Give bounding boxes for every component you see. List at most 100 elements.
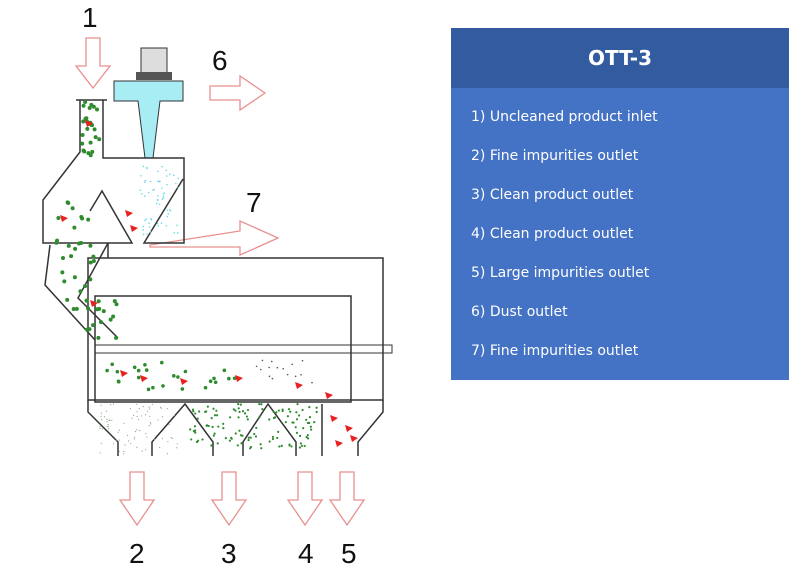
particle xyxy=(146,387,151,392)
particle xyxy=(157,170,159,173)
arrow-outlet-3 xyxy=(210,471,248,527)
particle xyxy=(268,366,270,369)
particle xyxy=(234,409,237,412)
particle xyxy=(148,222,150,224)
particle xyxy=(157,419,159,421)
particle xyxy=(85,126,90,131)
particle xyxy=(282,367,285,370)
particle xyxy=(101,428,103,430)
particle xyxy=(147,410,149,412)
particle xyxy=(189,428,192,431)
particle xyxy=(284,421,287,424)
particle xyxy=(136,375,141,380)
particle xyxy=(145,218,147,220)
particle xyxy=(301,408,304,412)
particle xyxy=(166,215,169,218)
particle xyxy=(95,307,100,312)
particle xyxy=(210,417,213,420)
particle xyxy=(133,436,136,439)
particle xyxy=(127,434,129,437)
particle xyxy=(208,379,213,384)
particle xyxy=(99,427,101,429)
particle xyxy=(80,141,85,146)
particle xyxy=(148,226,151,228)
particle xyxy=(305,418,308,421)
impurity-particle xyxy=(335,440,343,447)
particle xyxy=(232,408,235,411)
particle xyxy=(159,446,161,449)
particle xyxy=(238,410,241,414)
particle xyxy=(246,408,250,412)
label-5: 5 xyxy=(341,538,357,569)
particle xyxy=(165,169,168,172)
particle xyxy=(298,414,301,417)
particle xyxy=(127,440,130,442)
particle xyxy=(166,408,168,410)
particle xyxy=(160,407,162,409)
particle xyxy=(277,409,280,412)
particle xyxy=(308,421,311,425)
particle xyxy=(100,442,102,444)
legend-item: 1) Uncleaned product inlet xyxy=(471,109,658,125)
particle xyxy=(203,385,208,390)
particle xyxy=(237,403,240,406)
particle xyxy=(167,440,169,443)
particle xyxy=(136,429,138,431)
particle xyxy=(295,418,299,421)
particle xyxy=(131,417,133,419)
particle xyxy=(147,191,150,194)
particle xyxy=(260,403,263,406)
particle xyxy=(205,410,208,413)
particle xyxy=(153,438,156,440)
particle xyxy=(155,202,158,205)
particle xyxy=(237,407,240,410)
legend-item: 7) Fine impurities outlet xyxy=(471,343,639,359)
arrow-outlet-4 xyxy=(286,471,324,527)
particle xyxy=(129,407,132,410)
particle xyxy=(110,362,114,367)
particle xyxy=(88,153,93,158)
legend-item: 4) Clean product outlet xyxy=(471,226,634,242)
particle xyxy=(301,359,304,362)
particle xyxy=(61,256,66,261)
particle xyxy=(143,181,146,183)
particle xyxy=(96,335,101,340)
particle xyxy=(124,444,126,446)
impurity-particle xyxy=(120,370,128,377)
particle xyxy=(166,175,168,177)
arrow-fine-7 xyxy=(149,219,280,257)
particle xyxy=(93,135,98,140)
particle xyxy=(91,323,96,328)
particle xyxy=(82,149,87,154)
particle xyxy=(212,434,215,437)
particle xyxy=(144,368,149,372)
particle xyxy=(95,107,100,112)
particle xyxy=(80,216,85,221)
particle xyxy=(122,453,125,455)
particle xyxy=(268,440,271,443)
separator-diagram: 1 6 7 2 3 4 5 xyxy=(42,2,393,569)
particle xyxy=(246,418,249,421)
particle xyxy=(249,445,253,449)
particle xyxy=(71,306,76,311)
particle xyxy=(161,187,163,189)
particle xyxy=(245,415,249,418)
particle xyxy=(207,424,210,428)
particle xyxy=(115,439,117,442)
particle xyxy=(56,215,61,220)
particle xyxy=(139,189,142,191)
particle xyxy=(81,119,86,124)
particle xyxy=(268,418,271,421)
particle xyxy=(277,430,280,434)
particle xyxy=(149,415,151,418)
particle xyxy=(161,438,164,440)
impurity-particle xyxy=(350,435,358,442)
particle xyxy=(142,225,144,228)
particle xyxy=(313,421,316,424)
particle xyxy=(289,410,292,413)
particle xyxy=(145,449,147,451)
particle xyxy=(213,414,217,417)
particle xyxy=(99,425,101,428)
particle xyxy=(170,436,172,439)
impurity-particle xyxy=(325,392,333,399)
